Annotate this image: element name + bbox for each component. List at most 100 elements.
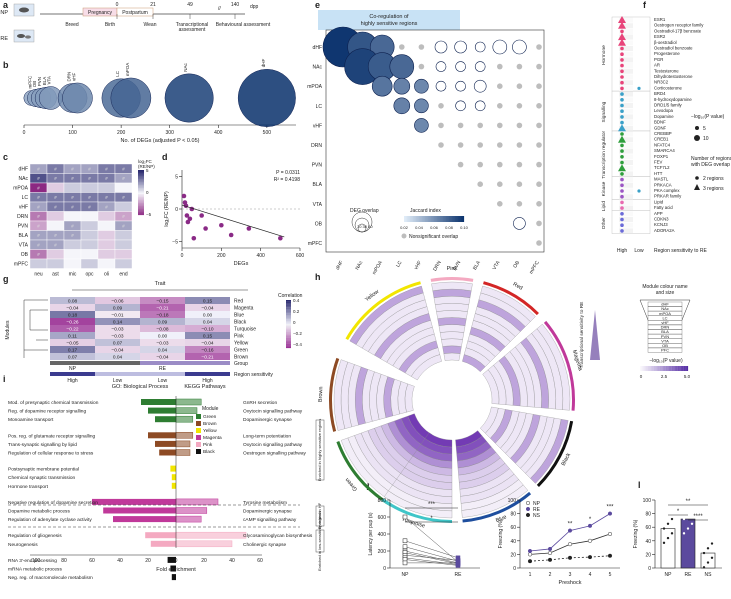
i-go-term: Neg. reg. of macromolecule metabolism: [8, 575, 93, 581]
f-dot-mark: [620, 103, 624, 108]
f-dot-mark: [620, 80, 624, 85]
e-legend-color-bar: [408, 216, 411, 222]
e-legend-color-tick: 0.02: [400, 225, 409, 230]
f-item-label: Dopamine: [654, 114, 674, 119]
e-row-label: BLA: [313, 182, 323, 188]
i-go-term: Regulation of gliogenesis: [8, 533, 62, 539]
g-legend-bar: [286, 314, 291, 316]
e-legend-color-bar: [458, 216, 460, 222]
e-col-label: PVN: [452, 260, 463, 272]
f-legend-p-big-label: 10: [703, 136, 709, 142]
e-row-label: OB: [315, 221, 323, 227]
e-legend-color-bar: [459, 216, 462, 222]
e-overlap-ring: [474, 61, 486, 72]
f-dot-mark: [620, 52, 624, 56]
g-row-label: Yellow: [234, 340, 249, 346]
e-legend-color-bar: [431, 216, 433, 222]
g-legend-bar: [286, 316, 291, 319]
f-item-label: CREBBP: [654, 131, 672, 136]
d-point: [199, 213, 204, 218]
g-cell: [95, 353, 140, 360]
h-legend-region: VTA: [661, 338, 669, 343]
g-legend-bar: [286, 304, 291, 307]
f-item-label: ESR1: [654, 17, 666, 22]
e-legend-color-bar: [455, 216, 457, 222]
f-row-shade: [619, 51, 633, 57]
e-legend-color-bar: [428, 216, 430, 222]
panel-label-d: d: [162, 152, 168, 162]
g-legend-bar: [286, 303, 291, 305]
f-dot-mark: [620, 86, 624, 91]
e-col-label: mPFC: [528, 260, 540, 276]
l-point: [710, 542, 714, 545]
h-legend-p-tick: 5.0: [684, 374, 691, 379]
c-col-label: end: [119, 272, 128, 278]
b-bubble-dHF: [237, 69, 296, 127]
e-legend-nonsig-label: Nonsignificant overlap: [409, 234, 458, 240]
h-cell: [510, 414, 541, 464]
e-col-label: BLA: [472, 259, 482, 271]
timeline-event: Birth: [105, 22, 116, 28]
c-cell-mark: #: [105, 195, 108, 200]
h-legend-ring: [647, 301, 683, 307]
f-item-label: KCNJ3: [654, 222, 668, 227]
l-y-tick-label: 60: [645, 525, 651, 531]
e-nonsig-dot: [457, 161, 464, 168]
k-x-tick-label: 2: [549, 572, 552, 578]
g-row-label: Pink: [234, 333, 244, 339]
e-legend-color-bar: [444, 216, 447, 222]
g-cell: [185, 346, 230, 353]
c-legend-bar: [138, 203, 144, 205]
panel-label-l: l: [638, 480, 641, 490]
l-cat-label: NS: [705, 572, 713, 578]
e-legend-color-bar: [404, 216, 406, 222]
g-legend-bar: [286, 342, 291, 344]
e-nonsig-dot: [516, 181, 523, 187]
g-cell-value: −0.04: [66, 305, 78, 311]
h-cell: [459, 463, 510, 490]
e-row-label: dHF: [313, 45, 322, 51]
g-cell-value: −0.04: [111, 347, 123, 353]
panel-label-e: e: [315, 0, 320, 10]
h-cell: [460, 479, 524, 511]
c-legend-bar: [138, 195, 144, 198]
f-legend-n-3: 3 regions: [703, 186, 724, 192]
l-point: [662, 541, 666, 545]
i-kegg-bar: [175, 440, 191, 448]
c-cell: [80, 220, 99, 231]
k-sig: ***: [606, 505, 614, 511]
l-point: [702, 566, 706, 569]
g-legend-bar: [286, 326, 291, 328]
i-kegg-bar: [175, 498, 219, 506]
h-cell: [525, 417, 562, 479]
i-go-bar: [113, 516, 176, 523]
j-y-tick-label: 0: [383, 566, 386, 572]
h-legend-p-bar: [677, 366, 679, 371]
f-row-shade: [619, 137, 633, 143]
h-legend-p-bar: [673, 366, 675, 371]
g-sens-label: Low: [113, 378, 123, 384]
f-row-shade: [619, 46, 633, 51]
f-row-shade: [619, 17, 633, 23]
phase-pregnancy: Pregnancy: [88, 10, 112, 16]
g-legend-bar: [286, 333, 291, 335]
g-legend-bar: [286, 336, 291, 338]
e-sig-bubble: [371, 75, 393, 97]
c-cell: [97, 239, 116, 250]
e-row-label: DRN: [311, 143, 322, 149]
f-dot-mark: [620, 223, 624, 227]
c-cell-mark: #: [88, 195, 91, 200]
e-col-label: mPOA: [371, 259, 384, 275]
l-point: [686, 527, 690, 530]
e-row-label: mPFC: [308, 241, 323, 247]
b-bubble-label-mPOA: mPOA: [125, 63, 130, 76]
f-item-label: 8-hydroxydopamine: [654, 97, 692, 102]
c-cell: [46, 211, 65, 222]
h-cell: [436, 310, 468, 319]
i-legend-swatch: [196, 421, 201, 426]
f-row-shade: [619, 165, 633, 171]
g-legend-tick: 0.2: [293, 309, 300, 314]
f-item-label: AR: [654, 63, 660, 68]
h-module-arc: [543, 320, 575, 411]
l-sig-2: *: [677, 509, 680, 515]
